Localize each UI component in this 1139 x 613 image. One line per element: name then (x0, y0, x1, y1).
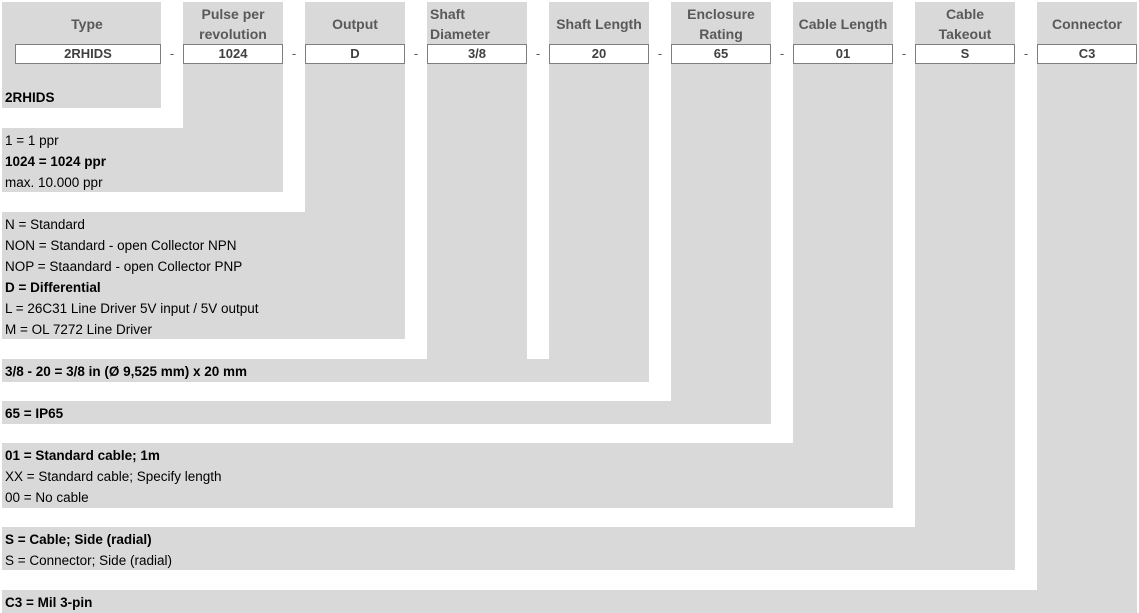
header-pulse-line2: revolution (199, 26, 267, 42)
takeout-band (2, 527, 1015, 570)
value-pulse: 1024 (183, 44, 283, 64)
header-pulse-line1: Pulse per (201, 6, 265, 22)
output-option: L = 26C31 Line Driver 5V input / 5V outp… (5, 301, 259, 316)
output-option-selected: D = Differential (5, 280, 101, 295)
value-takeout: S (915, 44, 1015, 64)
enclosure-column-bg (671, 2, 771, 424)
separator-dash: - (779, 46, 785, 61)
connector-column-bg (1037, 2, 1137, 613)
cable-length-option-selected: 01 = Standard cable; 1m (5, 448, 160, 463)
header-enclosure-line1: Enclosure (687, 6, 755, 22)
value-shaft-diameter: 3/8 (427, 44, 527, 64)
header-shaft-diameter-line2: Diameter (430, 26, 490, 42)
output-option: NOP = Staandard - open Collector PNP (5, 259, 243, 274)
shaft-length-column-bg (549, 2, 649, 382)
shaft-option-selected: 3/8 - 20 = 3/8 in (Ø 9,525 mm) x 20 mm (5, 364, 247, 379)
separator-dash: - (657, 46, 663, 61)
value-connector: C3 (1037, 44, 1137, 64)
header-cable-length: Cable Length (798, 16, 888, 32)
connector-band (2, 590, 1137, 613)
output-band (2, 212, 405, 339)
value-output: D (305, 44, 405, 64)
pulse-option: 1 = 1 ppr (5, 133, 59, 148)
pulse-band (2, 128, 283, 192)
shaft-band (2, 359, 649, 382)
output-option: M = OL 7272 Line Driver (5, 322, 152, 337)
separator-dash: - (535, 46, 541, 61)
takeout-option: S = Connector; Side (radial) (5, 553, 172, 568)
shaft-diameter-column-bg (427, 2, 527, 382)
value-cable-length: 01 (793, 44, 893, 64)
value-type: 2RHIDS (15, 44, 161, 64)
separator-dash: - (291, 46, 297, 61)
output-option: NON = Standard - open Collector NPN (5, 238, 237, 253)
takeout-column-bg (915, 2, 1015, 570)
pulse-option: max. 10.000 ppr (5, 175, 103, 190)
takeout-option-selected: S = Cable; Side (radial) (5, 532, 152, 547)
header-connector: Connector (1052, 16, 1122, 32)
value-enclosure: 65 (671, 44, 771, 64)
separator-dash: - (901, 46, 907, 61)
separator-dash: - (1023, 46, 1029, 61)
cable-length-option: XX = Standard cable; Specify length (5, 469, 222, 484)
enclosure-band (2, 401, 771, 424)
separator-dash: - (413, 46, 419, 61)
separator-dash: - (169, 46, 175, 61)
header-shaft-length: Shaft Length (556, 16, 642, 32)
pulse-option-selected: 1024 = 1024 ppr (5, 154, 106, 169)
enclosure-option-selected: 65 = IP65 (5, 406, 64, 421)
cable-length-column-bg (793, 2, 893, 508)
header-takeout-line1: Cable (945, 6, 985, 22)
value-shaft-length: 20 (549, 44, 649, 64)
type-option: 2RHIDS (5, 90, 55, 105)
header-type: Type (71, 16, 103, 32)
output-option: N = Standard (5, 217, 85, 232)
cable-length-band (2, 443, 893, 508)
type-band (2, 86, 161, 108)
connector-option-selected: C3 = Mil 3-pin (5, 595, 93, 610)
cable-length-option: 00 = No cable (5, 490, 89, 505)
header-enclosure-line2: Rating (699, 26, 743, 42)
header-shaft-diameter-line1: Shaft (430, 6, 465, 22)
header-output: Output (332, 16, 378, 32)
header-takeout-line2: Takeout (938, 26, 992, 42)
